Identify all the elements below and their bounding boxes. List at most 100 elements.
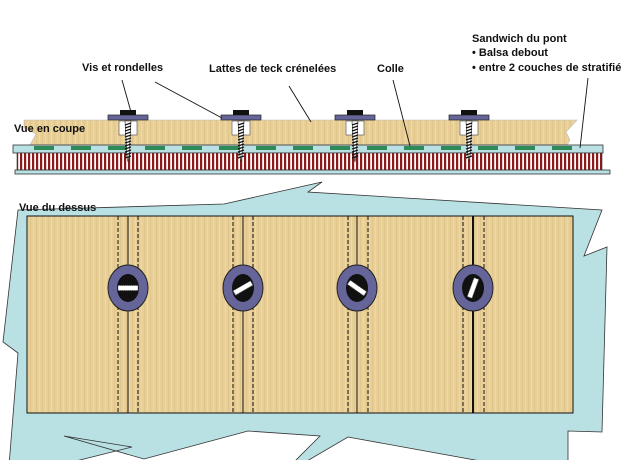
arrow-teak bbox=[288, 85, 312, 123]
screws-top bbox=[107, 216, 494, 413]
screw-thread bbox=[237, 146, 245, 150]
teak-strip-section bbox=[23, 119, 578, 146]
screw-slot bbox=[466, 277, 480, 299]
screw-thread bbox=[124, 140, 132, 144]
glue-dot bbox=[367, 146, 387, 150]
label-section-view: Vue en coupe bbox=[14, 123, 85, 135]
glue-dots bbox=[34, 146, 572, 150]
screw-thread bbox=[124, 146, 132, 150]
teak-strip-top bbox=[26, 215, 574, 414]
screw-thread bbox=[351, 152, 359, 156]
screw-thread bbox=[237, 140, 245, 144]
glue-dot bbox=[404, 146, 424, 150]
screw-thread bbox=[465, 131, 473, 135]
glue-dot bbox=[182, 146, 202, 150]
screw-thread bbox=[351, 125, 359, 129]
screw-thread bbox=[237, 137, 245, 141]
screw-thread bbox=[237, 143, 245, 147]
label-teak: Lattes de teck crénelées bbox=[209, 63, 336, 75]
screw-slot bbox=[346, 279, 368, 297]
screw-thread bbox=[465, 122, 473, 126]
screw-thread bbox=[465, 146, 473, 150]
screw-thread bbox=[465, 134, 473, 138]
screw-thread bbox=[124, 131, 132, 135]
screw-thread bbox=[124, 128, 132, 132]
screw-head bbox=[233, 110, 249, 115]
glue-dot bbox=[478, 146, 498, 150]
screw-thread bbox=[351, 134, 359, 138]
screw-thread bbox=[237, 152, 245, 156]
glue-dot bbox=[219, 146, 239, 150]
glue-dot bbox=[441, 146, 461, 150]
washer bbox=[448, 114, 490, 121]
screw-head bbox=[120, 110, 136, 115]
screw-thread bbox=[351, 146, 359, 150]
screw-thread bbox=[351, 149, 359, 153]
screw-thread bbox=[465, 128, 473, 132]
label-sandwich-item2: • entre 2 couches de stratifié bbox=[472, 62, 621, 74]
screw-thread bbox=[351, 122, 359, 126]
glue-dot bbox=[108, 146, 128, 150]
screw-thread bbox=[237, 131, 245, 135]
screw-thread bbox=[124, 137, 132, 141]
arrow-washer bbox=[154, 81, 223, 119]
screw-slot bbox=[117, 285, 139, 291]
screw-thread bbox=[124, 134, 132, 138]
screw-thread bbox=[465, 152, 473, 156]
screw-thread bbox=[351, 155, 359, 159]
arrow-screws bbox=[121, 79, 132, 113]
label-glue: Colle bbox=[377, 63, 404, 75]
screw-thread bbox=[465, 149, 473, 153]
screw-thread bbox=[124, 143, 132, 147]
screw-thread bbox=[465, 125, 473, 129]
label-top-view: Vue du dessus bbox=[19, 202, 96, 214]
glue-dot bbox=[34, 146, 54, 150]
screw-thread bbox=[465, 140, 473, 144]
screw-thread bbox=[351, 143, 359, 147]
label-screws: Vis et rondelles bbox=[82, 62, 163, 74]
glue-dot bbox=[293, 146, 313, 150]
glue-dot bbox=[256, 146, 276, 150]
screw-thread bbox=[465, 155, 473, 159]
screw-thread bbox=[465, 143, 473, 147]
arrow-sandwich bbox=[579, 77, 589, 149]
screw-shank bbox=[351, 120, 359, 163]
glue-dot bbox=[552, 146, 572, 150]
screw-thread bbox=[124, 149, 132, 153]
screw-thread bbox=[124, 125, 132, 129]
screw-thread bbox=[124, 152, 132, 156]
glue-dot bbox=[330, 146, 350, 150]
screw-thread bbox=[124, 122, 132, 126]
label-sandwich-item1: • Balsa debout bbox=[472, 47, 548, 59]
screw-thread bbox=[237, 122, 245, 126]
leader-arrows bbox=[121, 77, 589, 149]
top-view: Vue du dessus bbox=[2, 181, 608, 460]
glue-dot bbox=[515, 146, 535, 150]
screws-section bbox=[107, 110, 490, 163]
screw-shank bbox=[124, 120, 132, 163]
arrow-glue bbox=[392, 79, 411, 147]
screw-thread bbox=[351, 131, 359, 135]
label-sandwich-title: Sandwich du pont bbox=[472, 33, 567, 45]
glue-dot bbox=[145, 146, 165, 150]
screw-thread bbox=[237, 149, 245, 153]
screw-thread bbox=[351, 128, 359, 132]
screw-thread bbox=[351, 140, 359, 144]
screw-thread bbox=[465, 137, 473, 141]
cross-section: Vue en coupe bbox=[12, 110, 611, 175]
screw-thread bbox=[124, 155, 132, 159]
screw-head bbox=[347, 110, 363, 115]
glue-dot bbox=[71, 146, 91, 150]
screw-thread bbox=[351, 137, 359, 141]
screw-thread bbox=[237, 125, 245, 129]
screw-shank bbox=[465, 120, 473, 163]
bottom-laminate bbox=[14, 169, 611, 175]
screw-thread bbox=[237, 128, 245, 132]
washer bbox=[334, 114, 376, 121]
washer bbox=[220, 114, 262, 121]
screw-thread bbox=[237, 134, 245, 138]
screw-slot bbox=[232, 280, 254, 296]
balsa-core bbox=[16, 152, 603, 171]
